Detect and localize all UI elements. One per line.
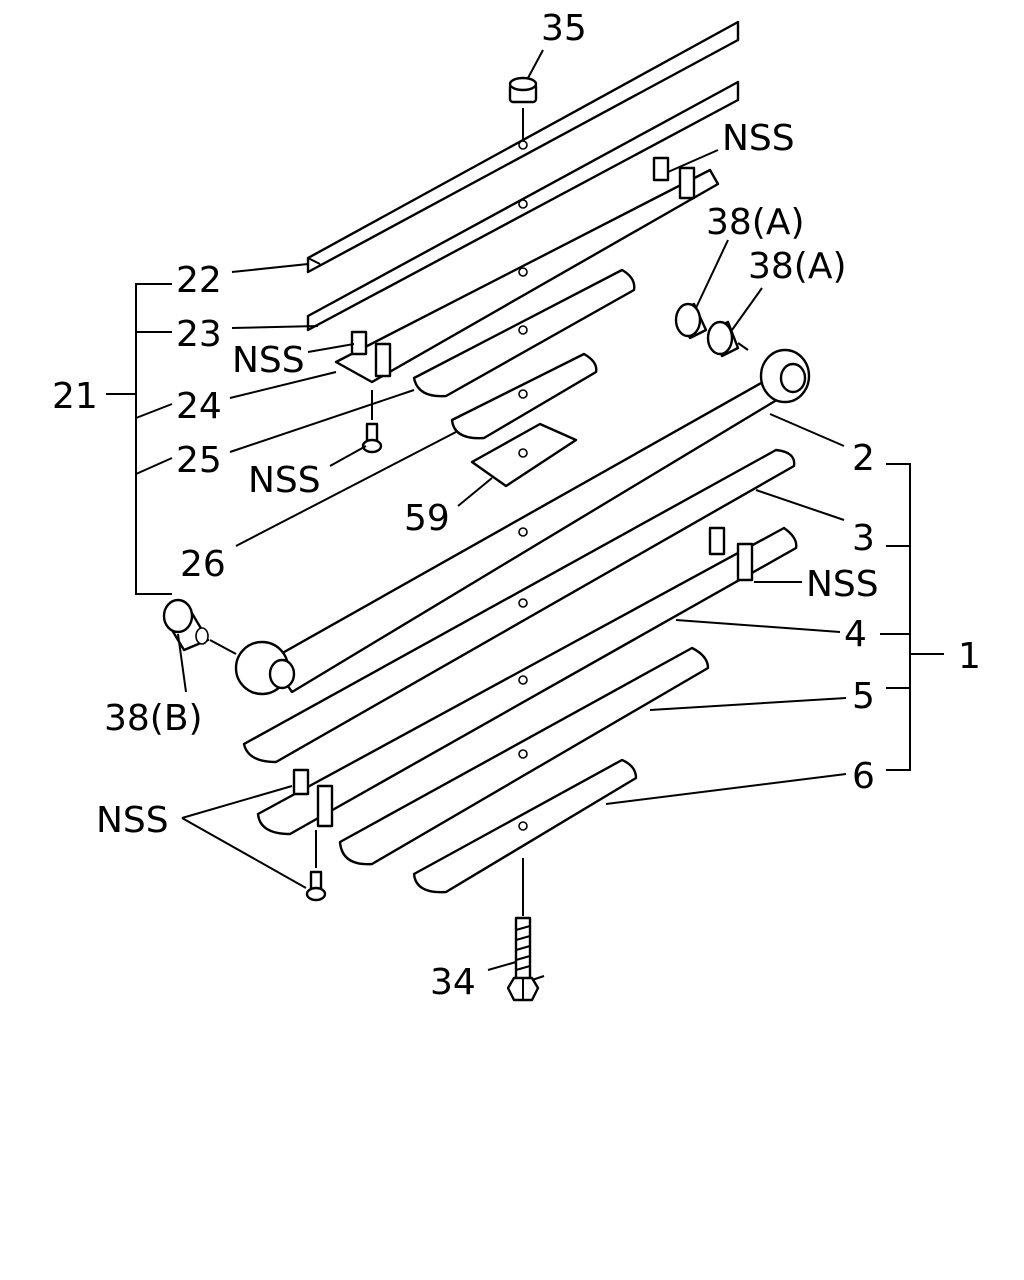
label-38b: 38(B) xyxy=(104,698,203,739)
label-3: 3 xyxy=(852,518,875,559)
label-23: 23 xyxy=(176,314,222,355)
bushing-38b xyxy=(162,598,237,655)
leaf-4 xyxy=(256,526,798,836)
label-25: 25 xyxy=(176,440,222,481)
label-nss-24: NSS xyxy=(232,340,305,381)
shim-59 xyxy=(470,422,578,488)
label-38a-1: 38(A) xyxy=(706,202,805,243)
label-26: 26 xyxy=(180,544,226,585)
label-59: 59 xyxy=(404,498,450,539)
label-21: 21 xyxy=(52,376,98,417)
center-bolt-lower xyxy=(305,830,327,902)
label-38a-2: 38(A) xyxy=(748,246,847,287)
bracket-1 xyxy=(880,463,944,771)
nut-35 xyxy=(508,76,538,150)
label-nss-top: NSS xyxy=(722,118,795,159)
label-nss-bolt: NSS xyxy=(248,460,321,501)
leaf-26 xyxy=(450,352,598,440)
center-bolt-upper xyxy=(361,390,383,454)
label-1: 1 xyxy=(958,636,981,677)
label-22: 22 xyxy=(176,260,222,301)
label-24: 24 xyxy=(176,386,222,427)
leaf-3 xyxy=(242,448,796,764)
label-6: 6 xyxy=(852,756,875,797)
label-nss-right: NSS xyxy=(806,564,879,605)
leaf-6 xyxy=(412,758,638,894)
label-4: 4 xyxy=(844,614,867,655)
label-2: 2 xyxy=(852,438,875,479)
bushing-38a-2 xyxy=(706,320,749,358)
label-34: 34 xyxy=(430,962,476,1003)
leaf-5 xyxy=(338,646,710,866)
bracket-21 xyxy=(106,283,173,595)
label-nss-bottom: NSS xyxy=(96,800,169,841)
leader-lines xyxy=(177,49,847,981)
label-5: 5 xyxy=(852,676,875,717)
bolt-34 xyxy=(506,858,540,1002)
leaf-25 xyxy=(412,268,636,398)
bushing-38a-1 xyxy=(674,302,708,340)
leaf-2-main xyxy=(234,348,811,696)
leaf-24 xyxy=(334,156,720,384)
label-35: 35 xyxy=(541,8,587,49)
